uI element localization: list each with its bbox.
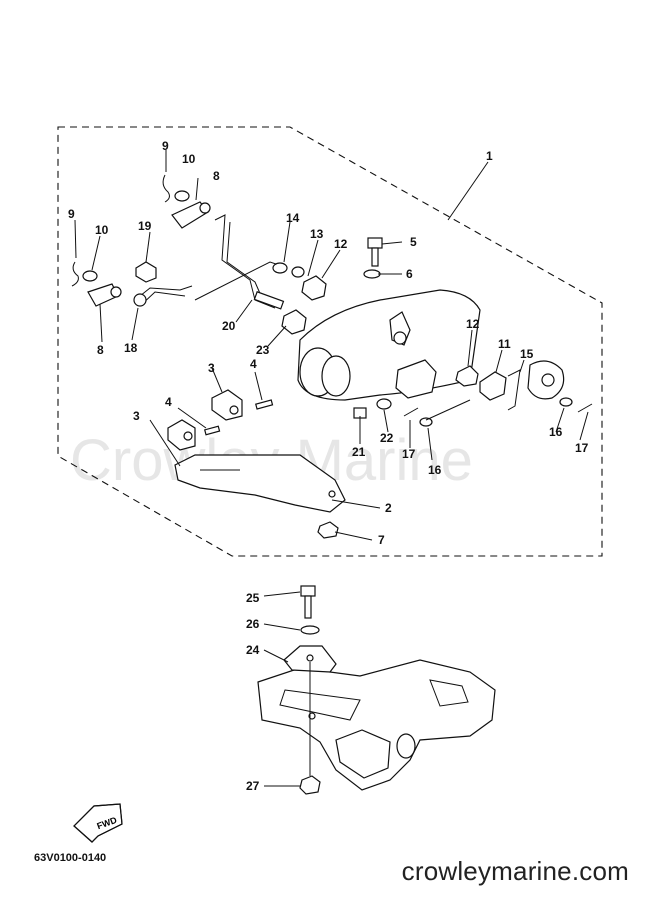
callout-23: 23 — [256, 343, 270, 357]
pin-4a — [203, 425, 221, 436]
callout-1: 1 — [486, 149, 493, 163]
callout-9a: 9 — [162, 139, 169, 153]
upper-assembly — [71, 174, 593, 539]
callout-19: 19 — [138, 219, 152, 233]
assembly-boundary — [57, 126, 603, 557]
bolt-5-shank — [371, 247, 379, 267]
lower-assembly — [257, 585, 496, 795]
washer-26 — [300, 625, 320, 635]
clip-9a — [162, 174, 170, 203]
washer-22 — [376, 398, 392, 410]
callout-6: 6 — [406, 267, 413, 281]
link-rod-20 — [214, 214, 276, 309]
bolt-25-shank — [304, 595, 312, 619]
callout-4b: 4 — [165, 395, 172, 409]
swivel-bracket — [257, 659, 496, 791]
nut-27 — [299, 775, 321, 795]
washer-13 — [291, 266, 305, 278]
callout-26: 26 — [246, 617, 260, 631]
callout-7: 7 — [378, 533, 385, 547]
lever-11 — [479, 371, 507, 401]
callout-5: 5 — [410, 235, 417, 249]
clip-3b — [211, 389, 243, 421]
callout-8a: 8 — [213, 169, 220, 183]
callout-8b: 8 — [97, 343, 104, 357]
diagram-code: 63V0100-0140 — [34, 852, 107, 864]
callout-9b: 9 — [68, 207, 75, 221]
leader-lines — [74, 150, 589, 541]
callout-14: 14 — [286, 211, 300, 225]
callout-22: 22 — [380, 431, 394, 445]
callout-24: 24 — [246, 643, 260, 657]
bracket-plate — [174, 454, 346, 513]
callout-17b: 17 — [575, 441, 589, 455]
clip-3a — [167, 419, 196, 451]
collar-12a — [301, 275, 327, 301]
fwd-arrow-icon: FWD — [73, 803, 123, 843]
pin-17b — [577, 403, 593, 413]
callout-16a: 16 — [428, 463, 442, 477]
callout-15: 15 — [520, 347, 534, 361]
callout-10a: 10 — [182, 152, 196, 166]
pin-17a — [403, 407, 419, 417]
block-22-body — [395, 359, 437, 399]
nut-19 — [135, 261, 157, 283]
bolt-25-head — [300, 585, 316, 597]
callout-12b: 12 — [466, 317, 480, 331]
washer-10a — [174, 190, 190, 202]
callout-2: 2 — [385, 501, 392, 515]
washer-16a — [419, 417, 433, 427]
callout-17a: 17 — [402, 447, 416, 461]
connector-line — [194, 261, 283, 301]
callout-10b: 10 — [95, 223, 109, 237]
clip-9b — [71, 261, 79, 287]
callout-3b: 3 — [133, 409, 140, 423]
body-hole-right — [321, 355, 351, 397]
washer-16b — [559, 397, 573, 407]
nut-7 — [317, 521, 339, 539]
callout-11: 11 — [498, 337, 511, 351]
callout-13: 13 — [310, 227, 324, 241]
rod-15 — [507, 369, 521, 411]
callout-4a: 4 — [250, 357, 257, 371]
bolt-5-head — [367, 237, 383, 249]
callout-25: 25 — [246, 591, 260, 605]
callout-18: 18 — [124, 341, 138, 355]
washer-14 — [272, 262, 288, 274]
callout-labels: 1 2 3 3 4 4 5 6 7 8 8 9 9 10 10 11 12 12… — [68, 139, 589, 793]
callout-12a: 12 — [334, 237, 348, 251]
brand-link[interactable]: crowleymarine.com — [401, 856, 629, 886]
callout-3a: 3 — [208, 361, 215, 375]
pin-4b — [255, 399, 274, 410]
boss-hole — [393, 331, 407, 345]
callout-27: 27 — [246, 779, 260, 793]
washer-6 — [363, 269, 381, 279]
link-18-end — [133, 293, 147, 307]
washer-10b — [82, 270, 98, 282]
callout-21: 21 — [352, 445, 366, 459]
callout-20: 20 — [222, 319, 236, 333]
collar-12b — [455, 365, 479, 387]
callout-16b: 16 — [549, 425, 563, 439]
collar-23 — [281, 309, 307, 335]
